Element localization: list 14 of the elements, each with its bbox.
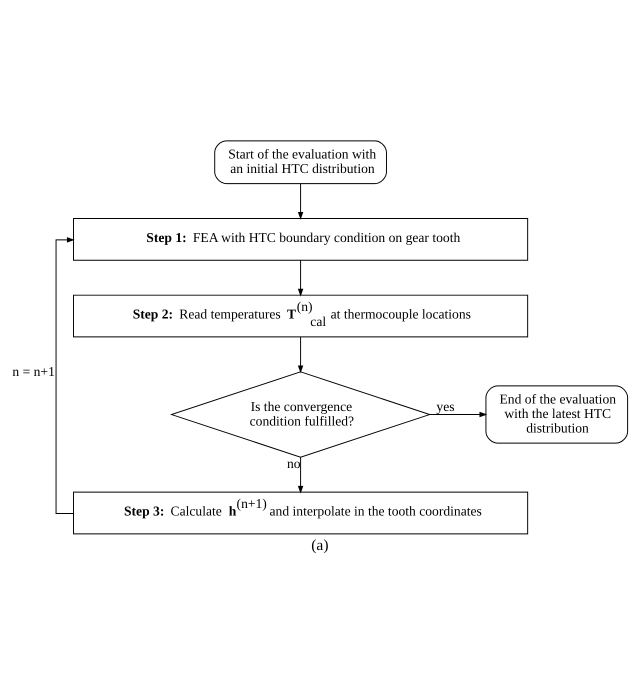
node-diamond: Is the convergence condition fulfilled? [170, 370, 432, 458]
node-box: End of the evaluation with the latest HTC distribution [485, 384, 628, 444]
edge-label: n = n+1 [12, 363, 55, 378]
node-box: Step 1: FEA with HTC boundary condition on gear tooth [73, 218, 528, 260]
arrow [56, 236, 75, 514]
caption: (a) [311, 536, 328, 554]
arrow [298, 336, 304, 373]
edge-label: no [287, 456, 301, 471]
arrow [298, 259, 304, 296]
arrow [429, 411, 488, 417]
arrow [298, 456, 304, 494]
arrow [298, 182, 304, 220]
edge-label: yes [436, 398, 455, 414]
node-box: Start of the evaluation with an initial HTC distribution [214, 140, 387, 184]
